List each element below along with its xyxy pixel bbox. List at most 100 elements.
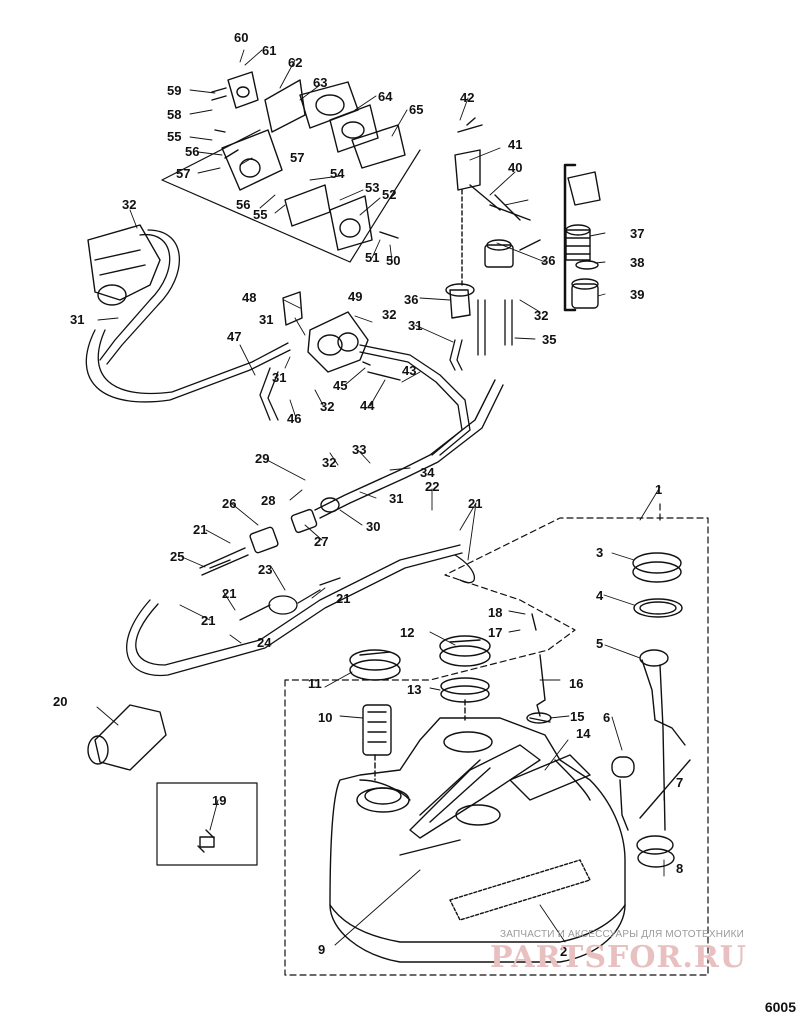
part-label-11: 11	[308, 676, 322, 691]
part-label-25: 25	[170, 549, 185, 564]
part-label-58: 58	[167, 107, 182, 122]
part-label-19: 19	[212, 793, 227, 808]
part-label-34: 34	[420, 465, 435, 480]
part-label-39: 39	[630, 287, 645, 302]
part-label-51: 51	[365, 250, 380, 265]
part-label-28: 28	[261, 493, 276, 508]
part-label-33: 33	[352, 442, 367, 457]
watermark-logo: PARTSFOR.RU	[490, 940, 747, 975]
part-label-29: 29	[255, 451, 270, 466]
part-label-31a: 31	[70, 312, 85, 327]
part-label-64: 64	[378, 89, 393, 104]
part-label-48: 48	[242, 290, 257, 305]
part-label-21a: 21	[468, 496, 483, 511]
part-label-57a: 57	[176, 166, 191, 181]
part-label-6: 6	[603, 710, 611, 725]
part-label-35: 35	[542, 332, 557, 347]
part-label-44: 44	[360, 398, 375, 413]
part-label-53: 53	[365, 180, 380, 195]
carburetor-body	[87, 224, 161, 306]
part-label-57b: 57	[290, 150, 305, 165]
part-label-21e: 21	[336, 591, 351, 606]
part-label-62: 62	[288, 55, 303, 70]
part-label-21c: 21	[201, 613, 216, 628]
part-label-52: 52	[382, 187, 397, 202]
part-label-21d: 21	[222, 586, 237, 601]
part-label-31b: 31	[259, 312, 274, 327]
filter-detail-box	[563, 163, 577, 312]
part-label-1: 1	[655, 482, 663, 497]
part-label-14: 14	[576, 726, 591, 741]
watermark-caption: ЗАПЧАСТИ И АКСЕССУАРЫ ДЛЯ МОТОТЕХНИКИ	[500, 929, 745, 940]
part-label-41: 41	[508, 137, 523, 152]
part-label-37: 37	[630, 226, 645, 241]
connectors-row	[199, 379, 504, 576]
part-label-46: 46	[287, 411, 302, 426]
part-label-55b: 55	[253, 207, 268, 222]
part-label-32c: 32	[320, 399, 335, 414]
part-label-40: 40	[508, 160, 523, 175]
part-label-27: 27	[314, 534, 329, 549]
part-label-8: 8	[676, 861, 684, 876]
part-label-56a: 56	[185, 144, 200, 159]
part-label-59: 59	[167, 83, 182, 98]
part-label-54: 54	[330, 166, 345, 181]
part-19-box	[156, 782, 258, 866]
fuel-line-lower	[126, 544, 476, 677]
part-label-61: 61	[262, 43, 277, 58]
part-label-31e: 31	[389, 491, 404, 506]
fuel-line-upper	[85, 229, 513, 456]
part-label-65: 65	[409, 102, 424, 117]
part-label-32a: 32	[122, 197, 137, 212]
part-label-32e: 32	[534, 308, 549, 323]
part-label-36a: 36	[404, 292, 419, 307]
part-label-47: 47	[227, 329, 242, 344]
part-label-36b: 36	[541, 253, 556, 268]
part-label-32d: 32	[322, 455, 337, 470]
carb-assembly-bracket	[161, 129, 421, 263]
fuel-pump-49	[282, 291, 401, 381]
part-label-7: 7	[676, 775, 684, 790]
part-label-15: 15	[570, 709, 585, 724]
figure-code: 6005	[764, 999, 796, 1015]
leader-lines	[96, 49, 665, 946]
fitting-19	[197, 829, 215, 853]
tank-group-outline	[284, 499, 709, 976]
part-label-49: 49	[348, 289, 363, 304]
part-label-17: 17	[488, 625, 503, 640]
part-label-38: 38	[630, 255, 645, 270]
part-label-12: 12	[400, 625, 415, 640]
part-label-31d: 31	[408, 318, 423, 333]
part-label-30: 30	[366, 519, 381, 534]
pump-exploded-upper	[211, 71, 406, 251]
part-label-63: 63	[313, 75, 328, 90]
part-label-32b: 32	[382, 307, 397, 322]
part-label-42: 42	[460, 90, 475, 105]
part-label-45: 45	[333, 378, 348, 393]
part-label-60: 60	[234, 30, 249, 45]
part-label-31c: 31	[272, 370, 287, 385]
tank-caps	[349, 635, 491, 781]
part-label-43: 43	[402, 363, 417, 378]
hose-20	[87, 704, 167, 771]
part-label-2: 2	[560, 944, 568, 959]
part-label-23: 23	[258, 562, 273, 577]
fuel-tank	[329, 717, 626, 963]
part-label-9: 9	[318, 942, 326, 957]
part-label-22: 22	[425, 479, 440, 494]
part-label-24: 24	[257, 635, 272, 650]
part-label-3: 3	[596, 545, 604, 560]
part-label-18: 18	[488, 605, 503, 620]
part-label-56b: 56	[236, 197, 251, 212]
part-label-26: 26	[222, 496, 237, 511]
part-label-50: 50	[386, 253, 401, 268]
part-label-13: 13	[407, 682, 422, 697]
part-label-4: 4	[596, 588, 604, 603]
part-label-55a: 55	[167, 129, 182, 144]
part-label-5: 5	[596, 636, 604, 651]
part-label-10: 10	[318, 710, 333, 725]
fuel-filter-assembly	[445, 117, 601, 319]
part-label-21b: 21	[193, 522, 208, 537]
